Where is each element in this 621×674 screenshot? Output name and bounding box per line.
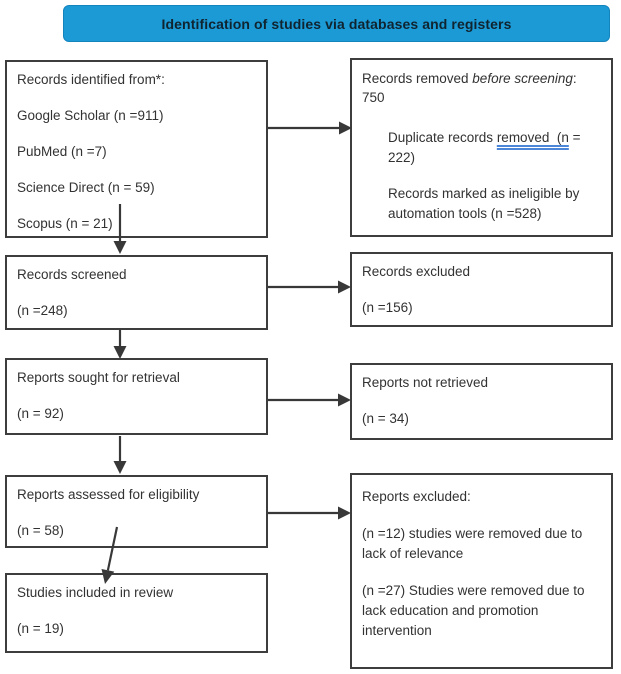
header-banner: Identification of studies via databases … — [63, 5, 610, 42]
arrow-identified-to-removed — [268, 121, 352, 135]
arrow-sought-to-not-retrieved — [268, 393, 351, 407]
reports-assessed-box: Reports assessed for eligibility (n = 58… — [5, 475, 268, 548]
reports-sought-label: Reports sought for retrieval — [17, 370, 180, 385]
arrow-screened-to-sought — [113, 330, 127, 359]
reports-sought-count: (n = 92) — [17, 406, 64, 421]
arrow-assessed-to-reports-excluded — [268, 506, 351, 520]
reports-assessed-label: Reports assessed for eligibility — [17, 487, 200, 502]
reports-not-retrieved-count: (n = 34) — [362, 411, 409, 426]
records-identified-heading: Records identified from*: — [17, 72, 165, 87]
source-pubmed: PubMed (n =7) — [17, 144, 107, 159]
records-removed-box: Records removed before screening: 750 Du… — [350, 58, 613, 237]
records-excluded-count: (n =156) — [362, 300, 413, 315]
studies-included-label: Studies included in review — [17, 585, 174, 600]
arrow-screened-to-excluded — [268, 280, 351, 294]
source-scopus: Scopus (n = 21) — [17, 216, 113, 231]
reports-excluded-heading: Reports excluded: — [362, 489, 471, 504]
source-google-scholar: Google Scholar (n =911) — [17, 108, 164, 123]
reports-excluded-intervention-item: (n =27) Studies were removed due to lack… — [362, 583, 585, 638]
duplicate-records-pre: Duplicate records — [388, 130, 497, 145]
records-screened-box: Records screened (n =248) — [5, 255, 268, 330]
ineligible-automation-item: Records marked as ineligible by automati… — [388, 186, 580, 221]
reports-not-retrieved-box: Reports not retrieved (n = 34) — [350, 363, 613, 440]
studies-included-box: Studies included in review (n = 19) — [5, 573, 268, 653]
records-excluded-box: Records excluded (n =156) — [350, 252, 613, 327]
records-excluded-label: Records excluded — [362, 264, 471, 279]
source-science-direct: Science Direct (n = 59) — [17, 180, 155, 195]
duplicate-records-underlined: removed (n — [496, 130, 569, 145]
diagram-title: Identification of studies via databases … — [161, 15, 512, 32]
records-screened-count: (n =248) — [17, 303, 68, 318]
reports-assessed-count: (n = 58) — [17, 523, 64, 538]
reports-excluded-box: Reports excluded: (n =12) studies were r… — [350, 473, 613, 669]
reports-not-retrieved-label: Reports not retrieved — [362, 375, 489, 390]
records-screened-label: Records screened — [17, 267, 127, 282]
records-identified-box: Records identified from*: Google Scholar… — [5, 60, 268, 238]
duplicate-records-item: Duplicate records removed (n = 222) — [362, 128, 601, 167]
records-removed-head-italic: before screening — [472, 71, 573, 86]
records-removed-head-pre: Records removed — [362, 71, 473, 86]
reports-excluded-relevance-item: (n =12) studies were removed due to lack… — [362, 526, 583, 561]
studies-included-count: (n = 19) — [17, 621, 64, 636]
records-removed-heading: Records removed before screening: 750 — [362, 69, 601, 107]
arrow-sought-to-assessed — [113, 436, 127, 474]
duplicate-records-post: = 222) — [388, 130, 585, 165]
records-removed-head-count: : 750 — [362, 71, 577, 105]
reports-sought-box: Reports sought for retrieval (n = 92) — [5, 358, 268, 435]
